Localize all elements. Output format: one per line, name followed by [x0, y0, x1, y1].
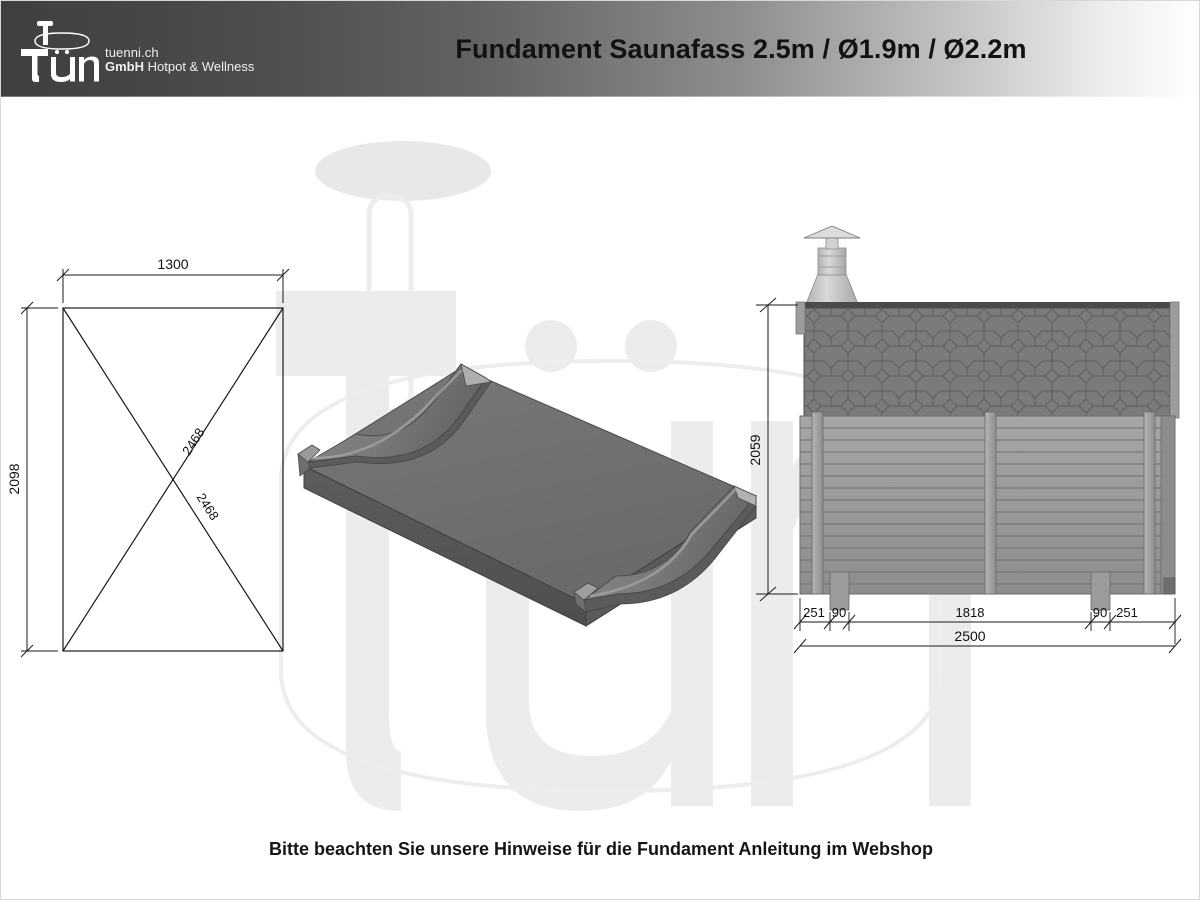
- header-bar: [1, 1, 1199, 97]
- plan-view-drawing: 1300 2098 2468 2468: [1, 251, 331, 671]
- page-title: Fundament Saunafass 2.5m / Ø1.9m / Ø2.2m: [455, 33, 1027, 64]
- wall: [799, 411, 1176, 595]
- chimney: [803, 226, 861, 305]
- elevation-total-width-dim: 2500: [954, 628, 985, 644]
- logo-gmbh: GmbH: [105, 58, 144, 74]
- brand-logo: tuenni.ch GmbH Hotpot & Wellness: [15, 17, 254, 83]
- elevation-height-dim: 2059: [747, 434, 763, 465]
- logo-tagline: GmbH Hotpot & Wellness: [105, 58, 255, 74]
- logo-website: tuenni.ch: [105, 44, 159, 60]
- footer-note: Bitte beachten Sie unsere Hinweise für d…: [268, 839, 934, 859]
- isometric-foundation-drawing: [286, 326, 776, 636]
- plan-height-dim: 2098: [6, 463, 22, 494]
- header-divider: [1, 96, 1199, 97]
- elevation-dim-251-right: 251: [1116, 605, 1138, 620]
- elevation-dim-90-right: 90: [1093, 605, 1107, 620]
- elevation-view-drawing: 2059 251 90: [746, 226, 1199, 656]
- elevation-dim-90-left: 90: [832, 605, 846, 620]
- elevation-dim-251-left: 251: [803, 605, 825, 620]
- logo-subtitle: Hotpot & Wellness: [147, 58, 255, 74]
- tuenni-barrel-logo-icon: [15, 19, 101, 83]
- elevation-dim-1818: 1818: [956, 605, 985, 620]
- support-feet: [829, 571, 1111, 611]
- plan-width-dim: 1300: [157, 256, 188, 272]
- plan-diagonal-dim-1: 2468: [179, 425, 207, 457]
- roof: [795, 301, 1180, 419]
